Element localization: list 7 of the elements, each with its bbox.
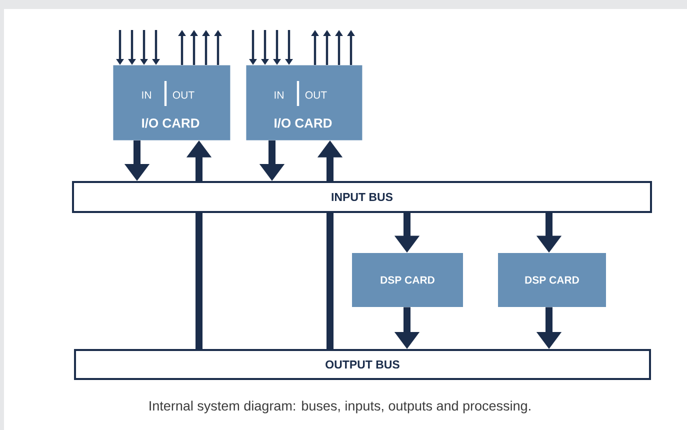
bus-bar: OUTPUT BUS (74, 349, 651, 380)
caption: Internal system diagram: buses, inputs, outputs and processing. (150, 400, 530, 414)
bus-bar: INPUT BUS (72, 181, 652, 213)
processing-card: DSP CARD (498, 253, 606, 307)
processing-card: DSP CARD (352, 253, 463, 307)
io-card: IN OUT I/O CARD (246, 65, 362, 140)
io-card: IN OUT I/O CARD (113, 65, 230, 140)
